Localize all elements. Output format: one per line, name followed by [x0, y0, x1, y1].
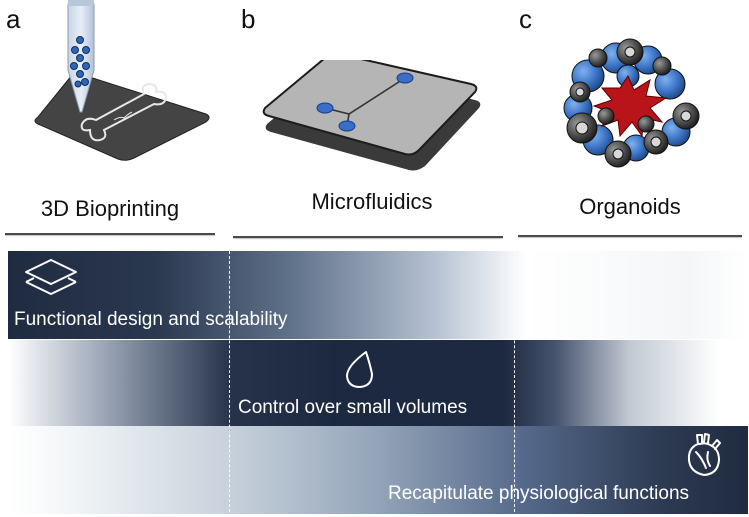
band-physiological-functions: [8, 426, 748, 514]
microfluidic-chip-illustration: [262, 60, 481, 171]
layers-icon: [25, 259, 77, 295]
panel-c-underline: [518, 235, 742, 237]
panel-title-organoids: Organoids: [579, 194, 681, 219]
chip-top: [262, 60, 478, 156]
organoid-illustration: [563, 38, 700, 168]
panel-a-underline: [5, 233, 215, 235]
chip-wells: [316, 72, 414, 132]
bone-print: [80, 82, 168, 142]
nozzle-cap: [68, 0, 94, 6]
band-functional-design: [8, 251, 748, 339]
organoid-gray-cells: [566, 38, 700, 168]
dashed-divider-ab: [229, 251, 230, 517]
band-label-physiological-functions: Recapitulate physiological functions: [388, 483, 690, 504]
bioprinting-illustration: [34, 0, 210, 161]
panel-letter-c: c: [519, 4, 532, 34]
heart-organ-icon: [687, 433, 721, 476]
panel-letter-b: b: [241, 4, 256, 34]
band-label-functional-design: Functional design and scalability: [14, 309, 288, 330]
droplet-icon: [346, 351, 373, 388]
panel-title-bioprinting: 3D Bioprinting: [40, 196, 180, 221]
dashed-divider-bc: [514, 251, 515, 517]
panel-title-microfluidics: Microfluidics: [311, 189, 433, 214]
band-control-volumes: [8, 340, 748, 428]
nozzle-cells: [70, 36, 90, 88]
plate: [34, 72, 210, 161]
panel-b-underline: [233, 236, 503, 238]
panel-letter-a: a: [6, 4, 21, 34]
band-label-control-volumes: Control over small volumes: [238, 397, 468, 418]
